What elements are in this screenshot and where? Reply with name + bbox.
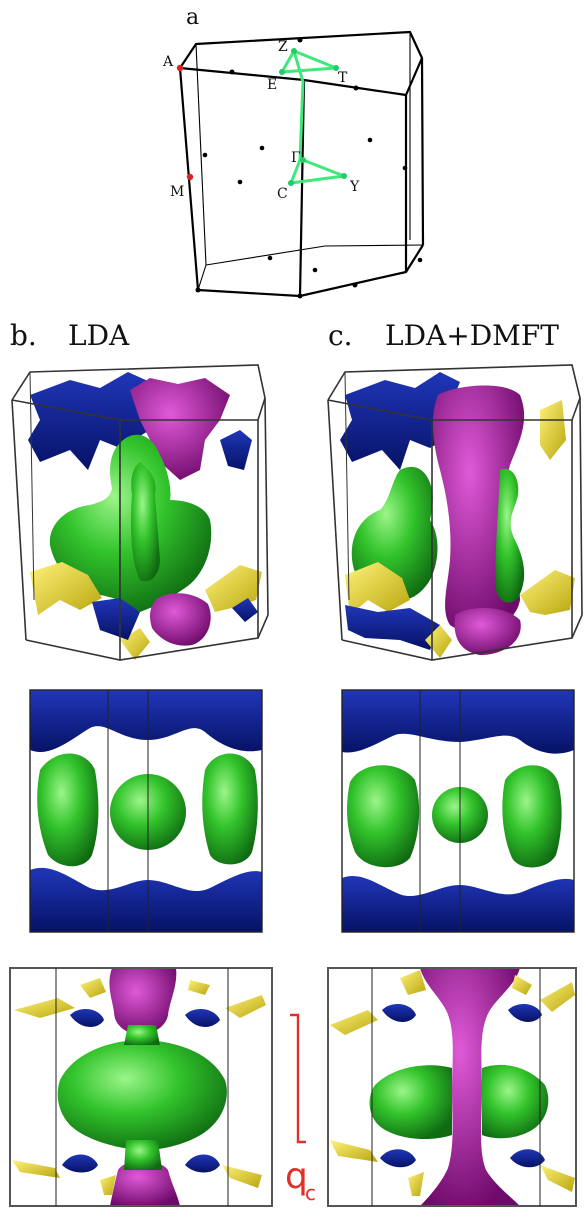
panel-b-3d-fermi-surface: [11, 364, 269, 661]
blue-top-right-b: [185, 1008, 220, 1027]
blue-sheet-bottom-left: [92, 598, 140, 640]
blue-band-top-c: [342, 690, 574, 754]
magenta-column-c: [420, 968, 520, 1206]
yellow-sheet-left: [30, 562, 102, 615]
yellow-sheet-top-right-c: [540, 400, 566, 460]
magenta-bottom-b: [110, 1161, 180, 1206]
qc-symbol: q: [285, 1156, 308, 1197]
panel-c-top-view-frame: [341, 689, 575, 933]
qc-annotation: q c: [285, 1013, 316, 1205]
green-right-lobe-c: [502, 765, 562, 868]
green-right-c: [482, 1064, 549, 1139]
yellow-top-mid2-b: [188, 980, 210, 995]
panel-c-3d-fermi-surface: [327, 364, 583, 661]
panel-c-title: LDA+DMFT: [385, 319, 559, 352]
path-vertices: [279, 48, 347, 186]
panel-b-box: [11, 364, 269, 661]
point-label-y: Y: [349, 179, 360, 195]
panel-b-top-view-frame: [29, 689, 263, 933]
green-sheet-right-c: [495, 468, 525, 603]
panel-c-side-view-frame: [327, 967, 577, 1207]
point-label-a: A: [162, 54, 174, 70]
green-body-b: [57, 1040, 227, 1150]
yellow-bottom-mid-b: [100, 1175, 116, 1195]
qc-subscript: c: [305, 1181, 316, 1205]
panel-b-top-view: [29, 689, 263, 933]
yellow-bottom-right-c: [540, 1165, 575, 1192]
point-label-m: M: [170, 184, 184, 200]
green-pillar: [130, 462, 160, 582]
blue-top-right-c: [508, 1003, 542, 1022]
yellow-bottom-left-b: [12, 1160, 60, 1178]
blue-sheet-top-c: [340, 372, 460, 470]
panel-b-side-view: [9, 967, 273, 1207]
panel-b-title: LDA: [68, 319, 130, 352]
green-left-c: [369, 1065, 452, 1140]
point-label-gamma: Γ: [291, 150, 301, 166]
blue-bottom-right-b: [185, 1154, 220, 1173]
magenta-sheet-bottom-c: [454, 608, 521, 655]
blue-top-left-c: [382, 1003, 416, 1022]
yellow-top-left-c: [330, 1010, 378, 1035]
yellow-top-left-b: [14, 998, 75, 1018]
panel-c-side-view: [327, 967, 577, 1207]
green-left-lobe-c: [347, 765, 420, 868]
panel-c-box: [327, 364, 583, 661]
blue-band-top-b: [30, 690, 262, 752]
yellow-top-mid2-c: [512, 975, 532, 995]
yellow-bottom-left-c: [330, 1140, 378, 1162]
yellow-top-mid-c: [400, 970, 426, 995]
green-left-lobe-b: [37, 753, 99, 867]
panel-c-top-view: [341, 689, 575, 933]
blue-sheet-bottom-right: [232, 598, 258, 622]
panel-a-brillouin-zone: a: [162, 5, 425, 299]
panel-b-label: b.: [10, 319, 37, 352]
blue-bottom-left-c: [380, 1149, 416, 1168]
red-markers: [176, 64, 194, 181]
yellow-sheet-right: [205, 565, 262, 612]
yellow-top-right-c: [540, 982, 575, 1012]
qc-bracket: [290, 1013, 306, 1144]
column-titles: b. LDA c. LDA+DMFT: [10, 319, 559, 352]
green-right-lobe-b: [202, 753, 258, 865]
green-sheet-body: [49, 434, 212, 612]
yellow-sheet-left-c: [345, 562, 410, 615]
panel-a-label: a: [186, 5, 199, 30]
magenta-sheet-top: [130, 378, 230, 480]
blue-bottom-left-b: [62, 1154, 98, 1173]
magenta-top-b: [109, 968, 177, 1035]
green-neck-bottom-b: [124, 1140, 162, 1170]
green-neck-b: [124, 1025, 160, 1045]
blue-top-left-b: [70, 1008, 104, 1027]
yellow-bottom-right-b: [222, 1165, 262, 1188]
point-label-e: E: [267, 77, 277, 93]
magenta-sheet-bottom: [150, 593, 211, 646]
blue-bottom-right-c: [510, 1149, 545, 1168]
yellow-bottom-mid-c: [408, 1172, 424, 1196]
high-symmetry-path: [280, 49, 346, 185]
point-label-z: Z: [278, 39, 288, 55]
panel-c-label: c.: [328, 319, 353, 352]
panel-b-side-view-frame: [9, 967, 273, 1207]
blue-sheet-bottom-c: [345, 605, 440, 650]
yellow-sheet-right-c: [520, 570, 575, 615]
yellow-top-mid-b: [80, 978, 106, 998]
yellow-top-right-b: [225, 995, 266, 1018]
point-label-t: T: [338, 70, 348, 86]
blue-sheet-top-right: [220, 430, 252, 470]
bz-vertex-dots: [195, 37, 423, 299]
blue-band-bottom-c: [342, 875, 574, 932]
blue-band-bottom-b: [30, 867, 262, 932]
point-label-c: C: [277, 186, 288, 202]
